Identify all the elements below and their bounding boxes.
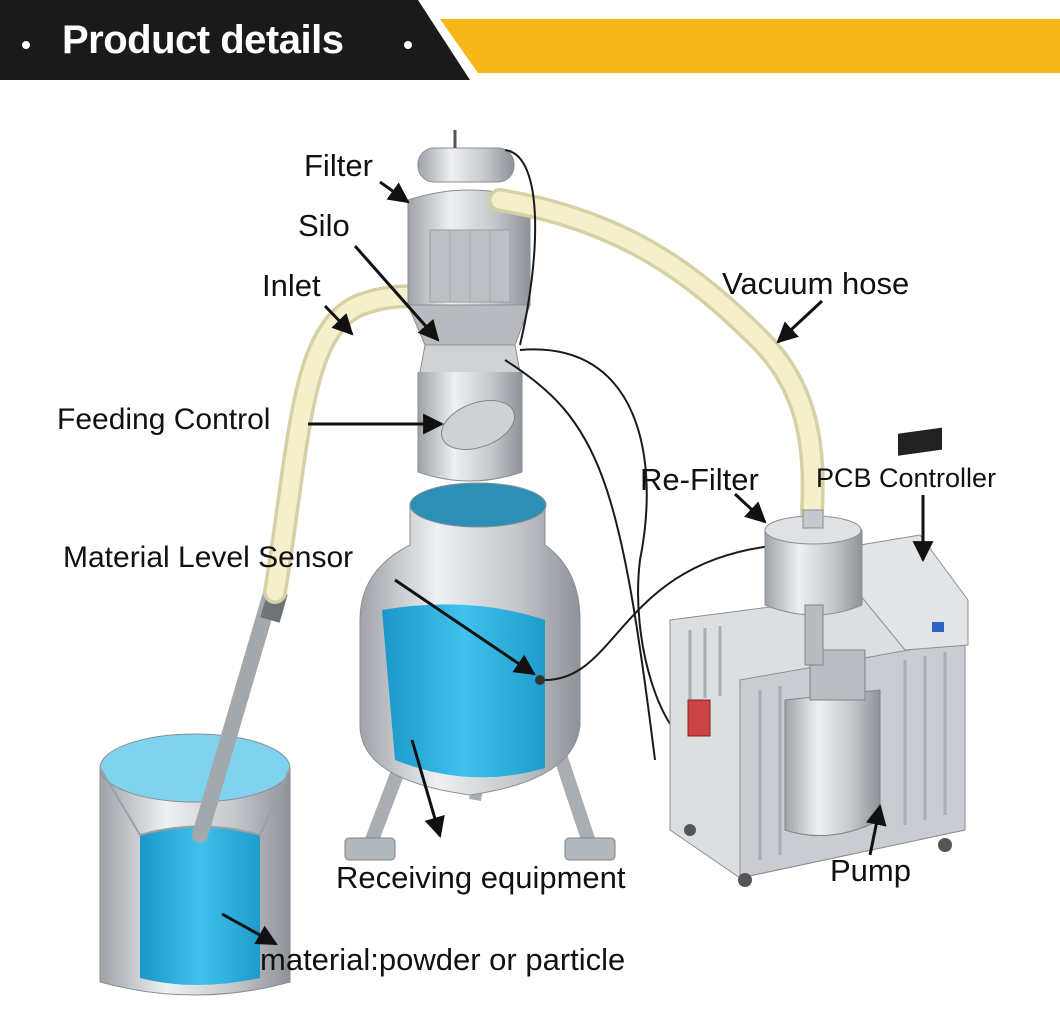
label-receiving-equipment: Receiving equipment (336, 860, 626, 895)
re-filter-tank (764, 509, 863, 666)
banner-title-block (0, 0, 470, 80)
leader-arrows (221, 180, 934, 946)
label-material: material:powder or particle (260, 942, 626, 977)
vacuum-conveyor-diagram (99, 130, 969, 996)
material-bin (99, 733, 291, 996)
label-vacuum-hose: Vacuum hose (722, 266, 910, 301)
banner-accent-stripe (440, 19, 1060, 73)
receiving-hopper (344, 482, 616, 861)
label-feeding-control: Feeding Control (57, 403, 271, 436)
pcb-control-box (859, 427, 969, 651)
label-re-filter: Re-Filter (640, 462, 759, 497)
banner-dot-left (22, 41, 30, 49)
vacuum-hopper (407, 130, 531, 482)
label-filter: Filter (304, 148, 373, 183)
label-inlet: Inlet (262, 268, 321, 303)
label-pump: Pump (830, 853, 911, 888)
pump-cabinet (669, 589, 966, 887)
label-silo: Silo (298, 208, 350, 243)
label-material-level-sensor: Material Level Sensor (63, 541, 354, 574)
banner-title: Product details (62, 18, 344, 62)
product-details-banner: Product details (0, 0, 1060, 80)
signal-cables (504, 149, 781, 761)
label-pcb-controller: PCB Controller (816, 463, 997, 493)
banner-dot-right (404, 41, 412, 49)
